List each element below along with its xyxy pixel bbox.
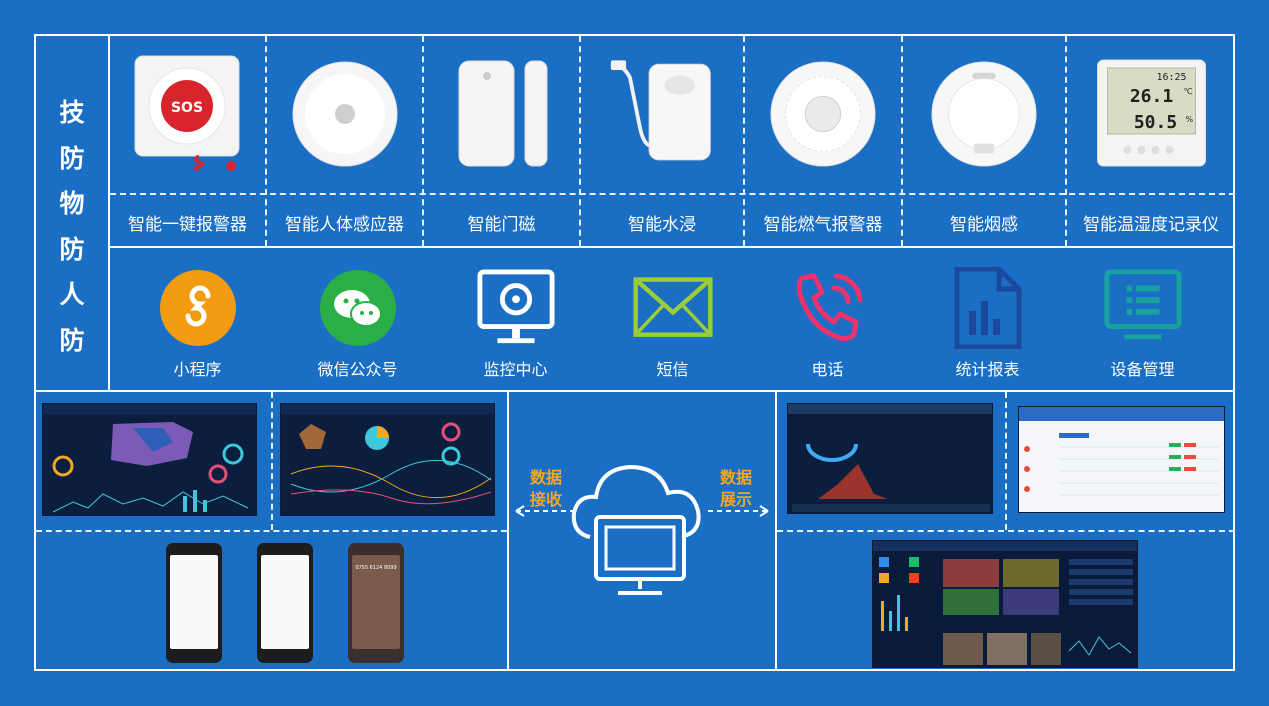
channel-label: 微信公众号 (317, 360, 398, 379)
row-divider-2 (34, 390, 1235, 392)
channel-label: 短信 (656, 360, 689, 379)
side-title: 技 防 物 防 人 防 (36, 90, 108, 363)
device-sos-alarm: SOS 智能一键报警器 (110, 36, 265, 246)
channel-sms[interactable]: 短信 (595, 250, 750, 390)
device-label: 智能温湿度记录仪 (1083, 215, 1219, 235)
side-title-char: 防 (59, 234, 85, 264)
gas-alarm-icon (768, 56, 878, 171)
humidity-text: 50.5 (1134, 112, 1177, 133)
wechat-icon (318, 268, 398, 348)
sos-alarm-icon: SOS (133, 55, 243, 171)
device-thermo-hygrometer: 16:25 26.1 ℃ 50.5 % 智能温湿度记录仪 (1067, 36, 1235, 246)
management-table-screenshot (1018, 406, 1225, 513)
dashboard-screenshot-charts (280, 403, 495, 516)
temp-text: 26.1 (1130, 86, 1173, 107)
dashboard-screenshot-map (42, 403, 257, 516)
channel-label: 统计报表 (955, 360, 1020, 379)
side-divider (108, 34, 110, 391)
thermo-hygrometer-icon: 16:25 26.1 ℃ 50.5 % (1094, 56, 1209, 171)
channel-monitor-center[interactable]: 监控中心 (438, 250, 593, 390)
device-label: 智能人体感应器 (285, 215, 404, 235)
sms-envelope-icon (632, 268, 713, 348)
clock-text: 16:25 (1156, 72, 1186, 83)
side-title-char: 技 (59, 98, 85, 127)
humidity-unit-text: % (1186, 115, 1194, 124)
channel-label: 监控中心 (483, 360, 548, 379)
device-label: 智能门磁 (467, 215, 536, 235)
channel-report[interactable]: 统计报表 (910, 250, 1065, 390)
smoke-detector-icon (929, 56, 1039, 171)
phone-wechat-message (166, 543, 222, 663)
channel-label: 设备管理 (1110, 360, 1175, 379)
row-divider-1 (110, 246, 1235, 248)
device-door-sensor: 智能门磁 (424, 36, 579, 246)
device-management-icon (1103, 268, 1183, 348)
device-label: 智能燃气报警器 (763, 215, 883, 235)
monitor-center-icon (476, 268, 556, 348)
report-icon (948, 267, 1028, 349)
device-motion-sensor: 智能人体感应器 (267, 36, 422, 246)
motion-sensor-icon (290, 56, 400, 171)
call-number: 0755 6124 8099 (355, 565, 397, 571)
sos-text: SOS (170, 100, 202, 116)
device-gas-alarm: 智能燃气报警器 (745, 36, 901, 246)
device-smoke-detector: 智能烟感 (903, 36, 1065, 246)
channel-device-management[interactable]: 设备管理 (1065, 250, 1220, 390)
dashboard-screenshot-overview (872, 540, 1138, 668)
center-left-divider (507, 392, 509, 671)
side-title-char: 物 (59, 189, 85, 218)
side-title-char: 人 (59, 280, 85, 309)
channel-mini-program[interactable]: 小程序 (120, 250, 275, 390)
channel-phone[interactable]: 电话 (750, 250, 905, 390)
channel-wechat[interactable]: 微信公众号 (280, 250, 435, 390)
main-frame (34, 34, 1235, 671)
channel-label: 电话 (811, 360, 844, 379)
cloud-monitor-icon (515, 464, 769, 595)
center-right-divider (775, 392, 777, 671)
flow-display-label: 数据展示 (720, 468, 753, 509)
phone-icon (788, 268, 868, 348)
device-label: 智能水浸 (628, 215, 696, 235)
phone-incoming-call: 0755 6124 8099 (348, 543, 404, 663)
device-water-sensor: 智能水浸 (581, 36, 743, 246)
door-sensor-icon (447, 56, 557, 171)
water-sensor-icon (607, 56, 717, 171)
dashboard-screenshot-stats (787, 403, 993, 514)
channel-label: 小程序 (173, 360, 222, 379)
temp-unit-text: ℃ (1184, 87, 1193, 96)
side-title-char: 防 (59, 325, 85, 355)
mini-program-icon (158, 268, 238, 348)
device-label: 智能一键报警器 (128, 215, 247, 235)
phone-sms-message (257, 543, 313, 663)
side-title-char: 防 (59, 143, 85, 173)
device-label: 智能烟感 (950, 215, 1018, 235)
flow-receive-label: 数据接收 (530, 468, 563, 509)
